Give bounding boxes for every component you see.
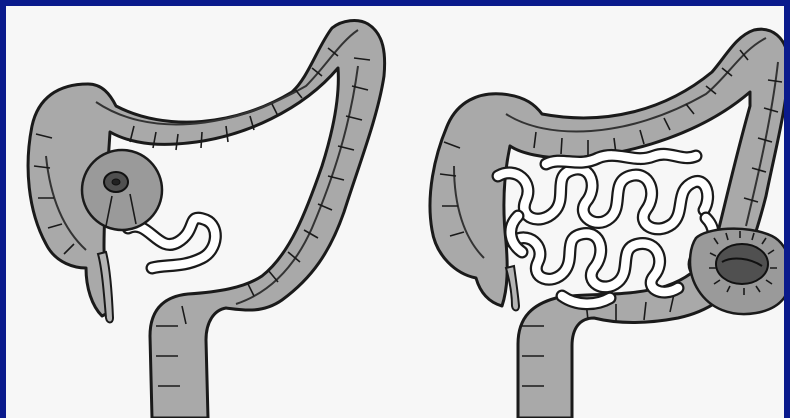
- right-appendix: [506, 266, 519, 311]
- right-panel: [430, 29, 784, 418]
- left-stoma: [82, 150, 162, 230]
- left-panel: [28, 21, 385, 418]
- illustration-canvas: [6, 6, 784, 418]
- colon-illustration: [6, 6, 784, 418]
